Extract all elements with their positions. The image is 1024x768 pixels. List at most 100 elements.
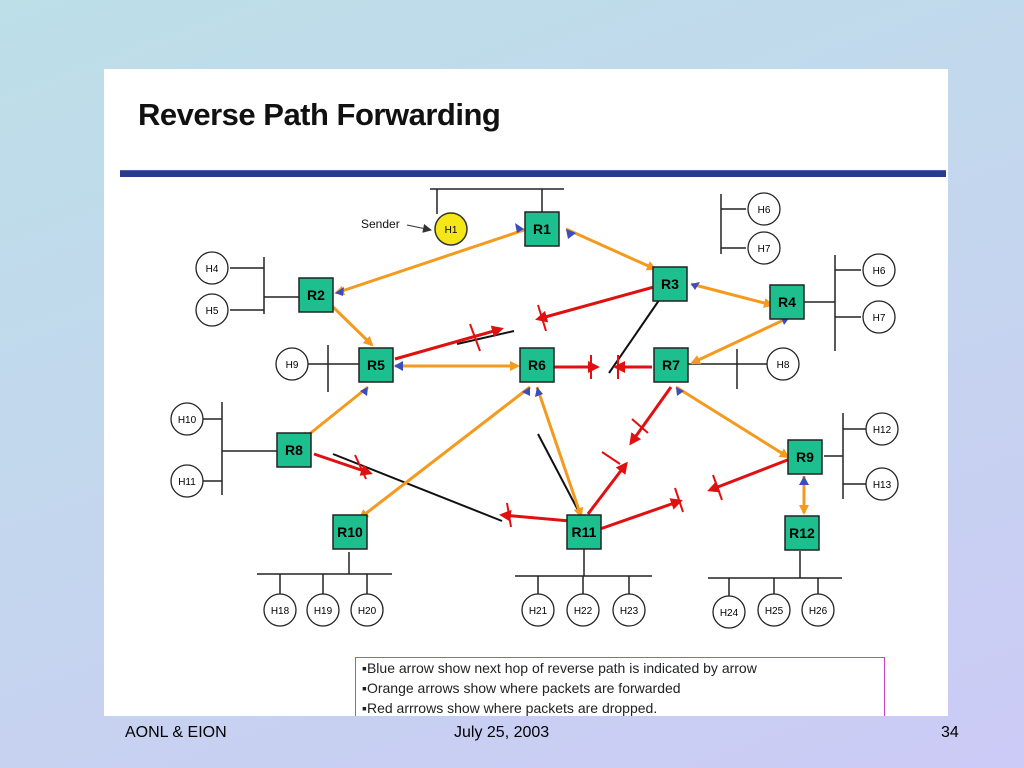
host-H11: H11 [170, 464, 204, 498]
host-H6a: H6 [747, 192, 781, 226]
host-circle [865, 412, 899, 446]
router-box [276, 432, 312, 468]
footer-right: 34 [941, 724, 959, 741]
host-circle [757, 593, 791, 627]
host-circle [862, 253, 896, 287]
router-label-R1: R1 [533, 221, 551, 237]
legend-blue: ▪Blue arrow show next hop of reverse pat… [362, 660, 757, 676]
router-box [653, 347, 689, 383]
host-circle [275, 347, 309, 381]
router-box [566, 514, 602, 550]
host-H25: H25 [757, 593, 791, 627]
host-label-H12: H12 [873, 425, 892, 436]
host-circle [766, 347, 800, 381]
host-H18: H18 [263, 593, 297, 627]
router-box [358, 347, 394, 383]
host-H9: H9 [275, 347, 309, 381]
footer-center: July 25, 2003 [454, 724, 550, 741]
host-H21: H21 [521, 593, 555, 627]
sender-label: Sender [361, 217, 400, 231]
host-circle [566, 593, 600, 627]
host-label-H10: H10 [178, 415, 197, 426]
router-label-R9: R9 [796, 449, 814, 465]
host-label-H6a: H6 [758, 205, 771, 216]
host-circle [865, 467, 899, 501]
router-R12: R12 [784, 515, 820, 551]
host-circle [195, 293, 229, 327]
host-H10: H10 [170, 402, 204, 436]
router-R8: R8 [276, 432, 312, 468]
host-H8: H8 [766, 347, 800, 381]
host-circle [747, 192, 781, 226]
router-R10: R10 [332, 514, 368, 550]
host-circle [612, 593, 646, 627]
forward-arrows [300, 227, 809, 520]
router-box [652, 266, 688, 302]
host-H24: H24 [712, 595, 746, 629]
host-label-H23: H23 [620, 606, 639, 617]
legend-orange: ▪Orange arrows show where packets are fo… [362, 680, 681, 696]
legend-box: ▪Blue arrow show next hop of reverse pat… [355, 657, 885, 716]
host-label-H4: H4 [206, 264, 219, 275]
lan-lines [203, 188, 866, 596]
host-circle [263, 593, 297, 627]
router-R6: R6 [519, 347, 555, 383]
router-R4: R4 [769, 284, 805, 320]
reverse-path-heads [335, 223, 809, 485]
host-label-H1: H1 [445, 225, 458, 236]
host-H13: H13 [865, 467, 899, 501]
host-H7b: H7 [862, 300, 896, 334]
router-label-R8: R8 [285, 442, 303, 458]
router-label-R6: R6 [528, 357, 546, 373]
router-box [332, 514, 368, 550]
host-label-H7b: H7 [873, 313, 886, 324]
host-circle [306, 593, 340, 627]
drop-ticks [354, 304, 723, 528]
router-box [519, 347, 555, 383]
router-box [298, 277, 334, 313]
router-label-R7: R7 [662, 357, 680, 373]
router-R11: R11 [566, 514, 602, 550]
host-H6b: H6 [862, 253, 896, 287]
host-label-H26: H26 [809, 606, 828, 617]
host-H19: H19 [306, 593, 340, 627]
host-label-H5: H5 [206, 306, 219, 317]
host-circle [170, 402, 204, 436]
host-label-H9: H9 [286, 360, 299, 371]
host-circle [712, 595, 746, 629]
router-R1: R1 [524, 211, 560, 247]
router-label-R5: R5 [367, 357, 385, 373]
host-H7a: H7 [747, 231, 781, 265]
host-label-H25: H25 [765, 606, 784, 617]
router-R3: R3 [652, 266, 688, 302]
network-diagram: H1 Sender H4H5H6H7H6H7H9H8H10H11H12H13H1… [170, 188, 899, 629]
router-R5: R5 [358, 347, 394, 383]
host-circle [350, 593, 384, 627]
legend-red: ▪Red arrrows show where packets are drop… [362, 700, 658, 716]
host-H23: H23 [612, 593, 646, 627]
router-box [769, 284, 805, 320]
host-label-H8: H8 [777, 360, 790, 371]
router-box [524, 211, 560, 247]
host-label-H18: H18 [271, 606, 290, 617]
footer-left: AONL & EION [125, 724, 227, 741]
host-label-H24: H24 [720, 608, 739, 619]
plain-links [332, 292, 665, 522]
router-label-R11: R11 [572, 524, 597, 540]
host-label-H20: H20 [358, 606, 377, 617]
host-H20: H20 [350, 593, 384, 627]
host-label-H21: H21 [529, 606, 548, 617]
host-H5: H5 [195, 293, 229, 327]
host-label-H11: H11 [178, 477, 196, 488]
host-H12: H12 [865, 412, 899, 446]
host-circle [862, 300, 896, 334]
router-label-R12: R12 [789, 525, 815, 541]
sender-pointer [406, 223, 432, 233]
router-label-R3: R3 [661, 276, 679, 292]
router-R9: R9 [787, 439, 823, 475]
host-label-H22: H22 [574, 606, 593, 617]
host-H26: H26 [801, 593, 835, 627]
host-label-H6b: H6 [873, 266, 886, 277]
